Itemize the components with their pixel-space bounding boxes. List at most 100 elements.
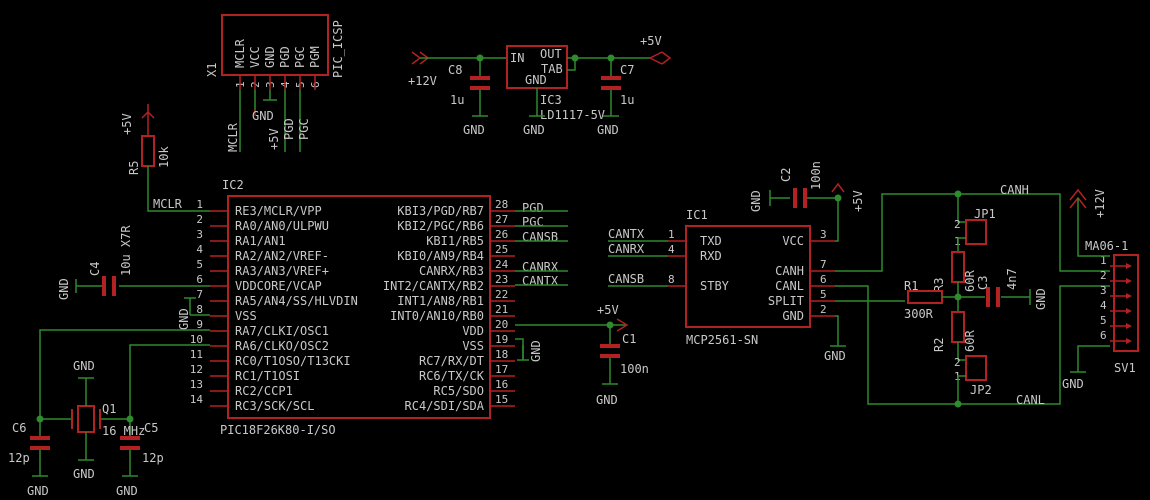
net-label-pgd: PGD: [522, 201, 544, 215]
c1-ref: C1: [622, 332, 636, 346]
ic2-pin-num-18: 18: [495, 348, 508, 361]
ic2-pin-name-4: RA2/AN2/VREF-: [235, 249, 329, 263]
ic2-pin-num-16: 16: [495, 378, 508, 391]
ic3-value: LD1117-5V: [540, 108, 605, 122]
c4-plates: [102, 276, 116, 296]
q1-gnd-symbols: [78, 377, 94, 461]
ic2-pin-name-23: INT2/CANTX/RB2: [383, 279, 484, 293]
ic2-pin-name-15: RC4/SDI/SDA: [405, 399, 485, 413]
c5-ref: C5: [144, 421, 158, 435]
canh-net-label: CANH: [1000, 183, 1029, 197]
ic2-pin-name-16: RC5/SDO: [433, 384, 484, 398]
net-label-cantx: CANTX: [522, 274, 559, 288]
ic2-pin-name-8: VSS: [235, 309, 257, 323]
q1-gnd-top-label: GND: [73, 359, 95, 373]
x1-pin-name-2: VCC: [248, 46, 262, 68]
net-label-cansb: CANSB: [522, 230, 558, 244]
ic2-pin-num-23: 23: [495, 273, 508, 286]
ic1-pin-num-3: 3: [820, 228, 827, 241]
ic2-gnd-left-label: GND: [177, 308, 191, 330]
x1-pin-name-4: PGD: [278, 46, 292, 68]
sv1-pin-num-2: 2: [1100, 269, 1107, 282]
ic2-pin-num-3: 3: [196, 228, 203, 241]
ic2-pin-num-2: 2: [196, 213, 203, 226]
c5-gnd-label: GND: [116, 484, 138, 498]
c7-value: 1u: [620, 93, 634, 107]
x1-body: [221, 14, 329, 76]
x1-name: PIC_ICSP: [331, 20, 345, 78]
r5-ref: R5: [127, 161, 141, 175]
ic2-pin-name-18: RC7/RX/DT: [419, 354, 484, 368]
r5-supply-arrow-icon: [141, 104, 155, 136]
ic2-pin-name-26: KBI1/RB5: [426, 234, 484, 248]
sv1-pin-num-1: 1: [1100, 254, 1107, 267]
ic2-pin-num-11: 11: [190, 348, 203, 361]
jp2-wire-top: [957, 342, 966, 361]
c5-plates: [120, 436, 140, 450]
ic2-pin-name-20: VDD: [462, 324, 484, 338]
ic2-pin-name-25: KBI0/AN9/RB4: [397, 249, 484, 263]
ic2-gnd-right-label: GND: [529, 340, 543, 362]
ic2-pin-num-17: 17: [495, 363, 508, 376]
sv1-body: [1113, 254, 1139, 352]
sv1-gnd-label: GND: [1062, 377, 1084, 391]
ic2-pin-name-11: RC0/T1OSO/T13CKI: [235, 354, 351, 368]
sv1-value: MA06-1: [1085, 239, 1128, 253]
ic2-pin-num-27: 27: [495, 213, 508, 226]
ic2-vss-left-wire: [189, 298, 210, 316]
ic1-pin-num-7: 7: [820, 258, 827, 271]
mclr-net-label: MCLR: [153, 197, 183, 211]
q1-value: 16 MHz: [102, 424, 145, 438]
jp1-pin-2: 2: [954, 218, 961, 231]
x1-ref: X1: [205, 63, 219, 77]
junction-tab: [571, 54, 579, 62]
ic1-net-cansb: CANSB: [608, 272, 644, 286]
ic1-pin-num-6: 6: [820, 273, 827, 286]
x1-wires: [239, 90, 301, 152]
ic2-pin-name-14: RC3/SCK/SCL: [235, 399, 314, 413]
x1-net-pgc: PGC: [297, 118, 311, 140]
ic2-pin-name-19: VSS: [462, 339, 484, 353]
jp1-ref: JP1: [974, 207, 996, 221]
jp1-wire-bottom: [957, 237, 966, 252]
ic2-net-wires: [515, 210, 568, 286]
ic2-pin-name-7: RA5/AN4/SS/HLVDIN: [235, 294, 358, 308]
canl-net-label: CANL: [1016, 393, 1045, 407]
sv1-12v-wire: [1077, 198, 1110, 257]
ic2-pin-num-6: 6: [196, 273, 203, 286]
c7-plates: [601, 76, 621, 90]
ic2-pin-name-22: INT1/AN8/RB1: [397, 294, 484, 308]
ic1-net-canrx: CANRX: [608, 242, 645, 256]
jp2-pin-2: 2: [954, 356, 961, 369]
ic3-ref: IC3: [540, 93, 562, 107]
q1-ref: Q1: [102, 402, 116, 416]
c3-ref: C3: [976, 276, 990, 290]
c8-plates: [470, 76, 490, 90]
x1-pin-name-6: PGM: [308, 46, 322, 68]
ic1-body: [685, 225, 811, 328]
ic1-vcc-arrow-icon: [831, 182, 845, 193]
canl-wire: [835, 285, 1110, 405]
jp1-wire-top: [957, 194, 966, 223]
c2-value: 100n: [809, 161, 823, 190]
c8-ref: C8: [448, 63, 462, 77]
r1-value: 300R: [904, 307, 934, 321]
ic1-pin-name-stby: STBY: [700, 279, 730, 293]
sv1-supply: +12V: [1093, 189, 1107, 218]
ic2-pin-name-17: RC6/TX/CK: [419, 369, 485, 383]
x1-pin-name-5: PGC: [293, 46, 307, 68]
ic3-pin-in: IN: [510, 51, 524, 65]
c4-gnd-label: GND: [57, 278, 71, 300]
ic2-vss-gnd-symbol: [517, 345, 529, 361]
ic2-right-pins: 28KBI3/PGD/RB727KBI2/PGC/RB626KBI1/RB525…: [383, 198, 515, 413]
sv1-pin-num-3: 3: [1100, 284, 1107, 297]
ic2-pin-num-13: 13: [190, 378, 203, 391]
sv1-ref: SV1: [1114, 361, 1136, 375]
ic1-pin-num-4: 4: [668, 243, 675, 256]
ic2-pin-name-9: RA7/CLKI/OSC1: [235, 324, 329, 338]
ic2-pin-num-12: 12: [190, 363, 203, 376]
ic2-pin-num-1: 1: [196, 198, 203, 211]
